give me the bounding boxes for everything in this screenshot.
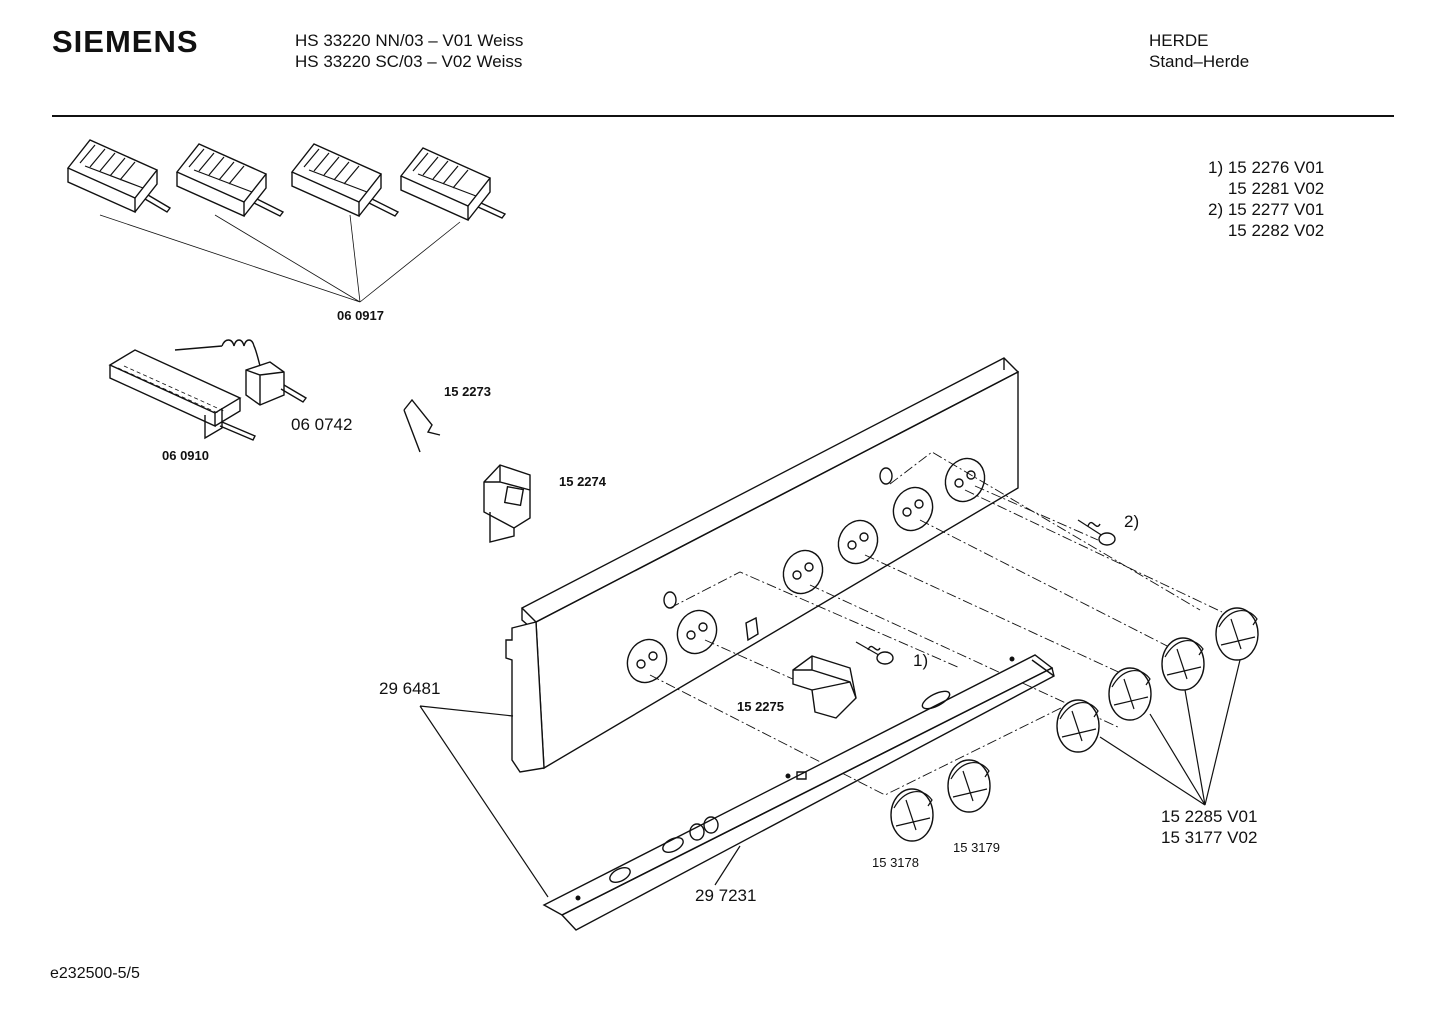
model-line-1: HS 33220 NN/03 – V01 Weiss [295,31,524,50]
header-divider [52,115,1394,117]
label-15-3178: 15 3178 [872,855,919,870]
label-15-2275: 15 2275 [737,699,784,714]
clip-part [404,400,440,452]
label-29-6481: 29 6481 [379,679,441,698]
control-panel [506,358,1018,772]
label-note-ref-2: 2) [1124,512,1140,531]
rotary-switch-4 [401,148,505,220]
rotary-switch-3 [292,144,398,216]
rotary-switch-1 [68,140,170,212]
knob-3 [1057,700,1099,752]
panel-holes [620,452,991,689]
part-notes: 1) 15 2276 V01 15 2281 V02 2) 15 2277 V0… [1208,157,1324,241]
socket-part [484,465,530,542]
document-id: e232500-5/5 [50,965,140,982]
model-line-2: HS 33220 SC/03 – V02 Weiss [295,52,523,71]
knob-2 [948,760,990,812]
model-info: HS 33220 NN/03 – V01 Weiss HS 33220 SC/0… [295,30,523,72]
lamp-2 [1078,520,1115,545]
knob-group [891,608,1258,841]
category-info: HERDE Stand–Herde [1149,30,1249,72]
lamp-switch [793,656,856,718]
label-15-2273: 15 2273 [444,384,491,399]
label-15-3177: 15 3177 V02 [1161,828,1258,847]
label-06-0910: 06 0910 [162,448,209,463]
thermostat-assembly [110,340,306,440]
label-15-2285: 15 2285 V01 [1161,807,1258,826]
label-06-0917: 06 0917 [337,308,384,323]
rotary-switch-group [68,140,505,302]
note-2: 15 2281 V02 [1227,179,1325,198]
knob-1 [891,789,933,841]
lamp-1 [856,642,893,664]
label-15-2274: 15 2274 [559,474,606,489]
label-15-3179: 15 3179 [953,840,1000,855]
note-4: 15 2282 V02 [1227,221,1325,240]
category-line-1: HERDE [1149,31,1209,50]
note-3: 2) 15 2277 V01 [1208,200,1325,219]
note-1: 1) 15 2276 V01 [1208,158,1325,177]
knob-6 [1216,608,1258,660]
label-29-7231: 29 7231 [695,886,757,905]
rotary-switch-2 [177,144,283,216]
callout-lines [420,660,1240,897]
category-line-2: Stand–Herde [1149,52,1250,71]
label-note-ref-1: 1) [913,651,929,670]
mounting-rail [544,655,1054,930]
knob-5 [1162,638,1204,690]
label-06-0742: 06 0742 [291,415,353,434]
alignment-lines [650,452,1222,795]
brand-logo: SIEMENS [52,24,199,59]
knob-4 [1109,668,1151,720]
